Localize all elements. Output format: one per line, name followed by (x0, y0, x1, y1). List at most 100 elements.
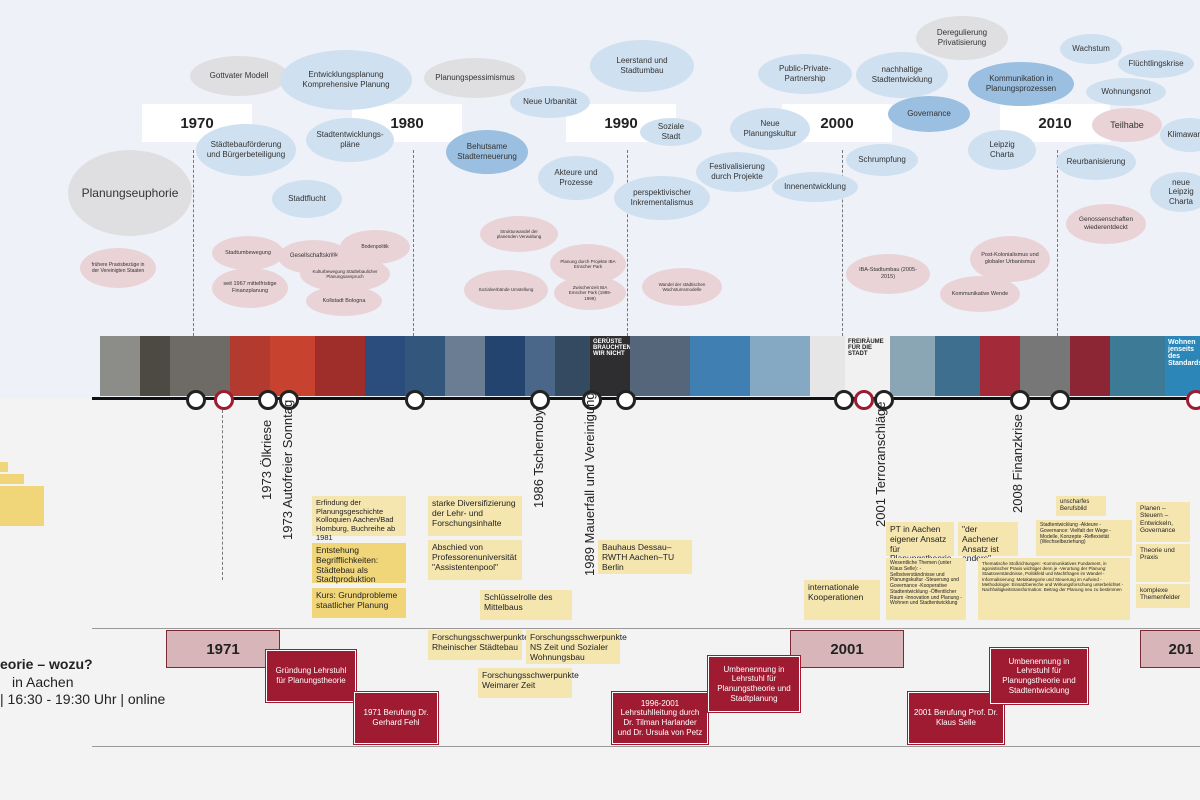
book-cover (1110, 336, 1165, 396)
book-cover (555, 336, 590, 396)
note-stack (0, 486, 44, 526)
guide-line (1057, 150, 1058, 336)
timeline-node[interactable] (258, 390, 278, 410)
event-tschernobyl: 1986 Tschernobyl (531, 406, 546, 508)
book-cover (230, 336, 270, 396)
timeline-node[interactable] (834, 390, 854, 410)
guide-line (413, 150, 414, 336)
book-cover (405, 336, 445, 396)
cloud-strukturwandel: Strukturwandel der planenden Verwaltung (480, 216, 558, 252)
book-cover (140, 336, 170, 396)
cloud-kommunikation: Kommunikation in Planungsprozessen (968, 62, 1074, 106)
book-cover (100, 336, 140, 396)
book-cover (445, 336, 485, 396)
timeline-node[interactable] (1010, 390, 1030, 410)
cloud-klimawandel: Klimawandel (1160, 118, 1200, 152)
cloud-nachhaltige: nachhaltige Stadtentwicklung (856, 52, 948, 98)
event-mauerfall: 1989 Mauerfall und Vereinigung (582, 392, 597, 576)
cloud-zwischenzeit: Zwischenzeit IBA Emscher Park (1989-1999… (554, 276, 626, 310)
cloud-akteure: Akteure und Prozesse (538, 156, 614, 200)
timeline-node[interactable] (582, 390, 602, 410)
timeline-node[interactable] (1050, 390, 1070, 410)
book-cover (170, 336, 230, 396)
book-cover (270, 336, 315, 396)
decade-label-2010: 2010 (1000, 104, 1110, 142)
cloud-postkolonialismus: Post-Kolonialismus und globaler Urbanism… (970, 236, 1050, 282)
cloud-seit1967: seit 1967 mittelfristige Finanzplanung (212, 268, 288, 308)
book-cover-strip: GERÜSTE BRAUCHTEN WIR NICHT FREIRÄUME FÜ… (100, 336, 1200, 396)
cloud-ibastadtumbau: IBA-Stadtumbau (2005-2015) (846, 254, 930, 294)
timeline-node-2015[interactable] (1186, 390, 1200, 410)
note-ns-zeit: Forschungsschwerpunkte NS Zeit und Sozia… (526, 630, 627, 664)
event-autofrei: 1973 Autofreier Sonntag (280, 399, 295, 540)
note-stossrichtungen: Thematische Stoßrichtungen: -Kommunikati… (978, 558, 1130, 620)
lower-divider-top (92, 628, 1200, 629)
book-cover (980, 336, 1020, 396)
book-cover: Wohnen jenseits des Standards (1165, 336, 1200, 396)
year-box-2001: 2001 (790, 630, 904, 668)
cloud-gottvater: Gottvater Modell (190, 56, 288, 96)
timeline-node[interactable] (616, 390, 636, 410)
book-cover (690, 336, 750, 396)
cloud-stadtumbewegung: Stadtumbewegung (212, 236, 284, 270)
cloud-planungseuphorie: Planungseuphorie (68, 150, 192, 236)
year-box-2015: 201 (1140, 630, 1200, 668)
guide-line (193, 150, 194, 336)
guide-line (842, 150, 843, 336)
lower-divider-bottom (92, 746, 1200, 747)
note-professorenuniversitaet: Abschied von Professorenuniversität "Ass… (428, 540, 522, 580)
timeline-node[interactable] (279, 390, 299, 410)
note-wesentliche-themen: Wesentliche Themen (unter Klaus Selle): … (886, 558, 966, 620)
cloud-kommunikative: Kommunikative Wende (940, 276, 1020, 312)
event-location: in Aachen (12, 674, 74, 690)
event-finanzkrise: 2008 Finanzkrise (1010, 414, 1025, 513)
cloud-teilhabe: Teilhabe (1092, 108, 1162, 142)
event-title: eorie – wozu? (0, 656, 93, 672)
cloud-leerstand: Leerstand und Stadtumbau (590, 40, 694, 92)
event-oelkrise: 1973 Ölkriese (259, 419, 274, 500)
note-bauhaus: Bauhaus Dessau– RWTH Aachen–TU Berlin (598, 540, 692, 574)
note-weimarer: Forschungsschwerpunkte Weimarer Zeit (478, 668, 579, 698)
milestone-umbenennung-stadtentwicklung: Umbenennung in Lehrstuhl für Planungsthe… (989, 647, 1089, 705)
note-theorie-praxis: Theorie und Praxis (1136, 544, 1190, 582)
note-themenfelder: komplexe Themenfelder (1136, 584, 1190, 608)
note-berufsbild: unscharfes Berufsbild (1056, 496, 1106, 516)
cloud-fruehere: frühere Praxisbezüge in der Vereinigten … (80, 248, 156, 288)
note-aachener-ansatz: "der Aachener Ansatz ist anders" (958, 522, 1018, 563)
note-pt-aachen: PT in Aachen eigener Ansatz für Planungs… (886, 522, 954, 563)
note-rheinischer: Forschungsschwerpunkte Rheinischer Städt… (428, 630, 529, 660)
cloud-stadtflucht: Stadtflucht (272, 180, 342, 218)
cloud-stadtentwicklungsplaene: Stadtentwicklungs-pläne (306, 118, 394, 162)
note-kooperationen: internationale Kooperationen (804, 580, 880, 620)
timeline-node[interactable] (874, 390, 894, 410)
guide-line (627, 150, 628, 336)
milestone-berufung-selle: 2001 Berufung Prof. Dr. Klaus Selle (907, 691, 1005, 745)
timeline-node[interactable] (405, 390, 425, 410)
timeline-axis (92, 397, 1200, 400)
cloud-genossenschaften: Genossenschaften wiederentdeckt (1066, 204, 1146, 244)
book-cover (1020, 336, 1070, 396)
note-planungsgeschichte: Erfindung der Planungsgeschichte Kolloqu… (312, 496, 406, 541)
timeline-node[interactable] (530, 390, 550, 410)
book-cover (630, 336, 690, 396)
cloud-wohnungsnot: Wohnungsnot (1086, 78, 1166, 106)
cloud-sozialestadt: Soziale Stadt (640, 118, 702, 146)
book-cover (1070, 336, 1110, 396)
note-diversifizierung: starke Diversifizierung der Lehr- und Fo… (428, 496, 522, 536)
cloud-leipzig: Leipzig Charta (968, 130, 1036, 170)
milestone-berufung-fehl: 1971 Berufung Dr. Gerhard Fehl (353, 691, 439, 745)
timeline-node-2001[interactable] (854, 390, 874, 410)
milestone-lehrstuhlleitung: 1996-2001 Lehrstuhlleitung durch Dr. Til… (611, 691, 709, 745)
book-cover: GERÜSTE BRAUCHTEN WIR NICHT (590, 336, 631, 396)
timeline-node-1971[interactable] (214, 390, 234, 410)
timeline-node[interactable] (186, 390, 206, 410)
year-box-1971: 1971 (166, 630, 280, 668)
book-cover (365, 336, 405, 396)
note-grundprobleme: Kurs: Grundprobleme staatlicher Planung (312, 588, 406, 618)
book-cover (315, 336, 365, 396)
cloud-governance: Governance (888, 96, 970, 132)
cloud-reurbanisierung: Reurbanisierung (1056, 144, 1136, 180)
book-cover (750, 336, 810, 396)
note-begrifflichkeiten: Entstehung Begrifflichkeiten: Städtebau … (312, 543, 406, 584)
